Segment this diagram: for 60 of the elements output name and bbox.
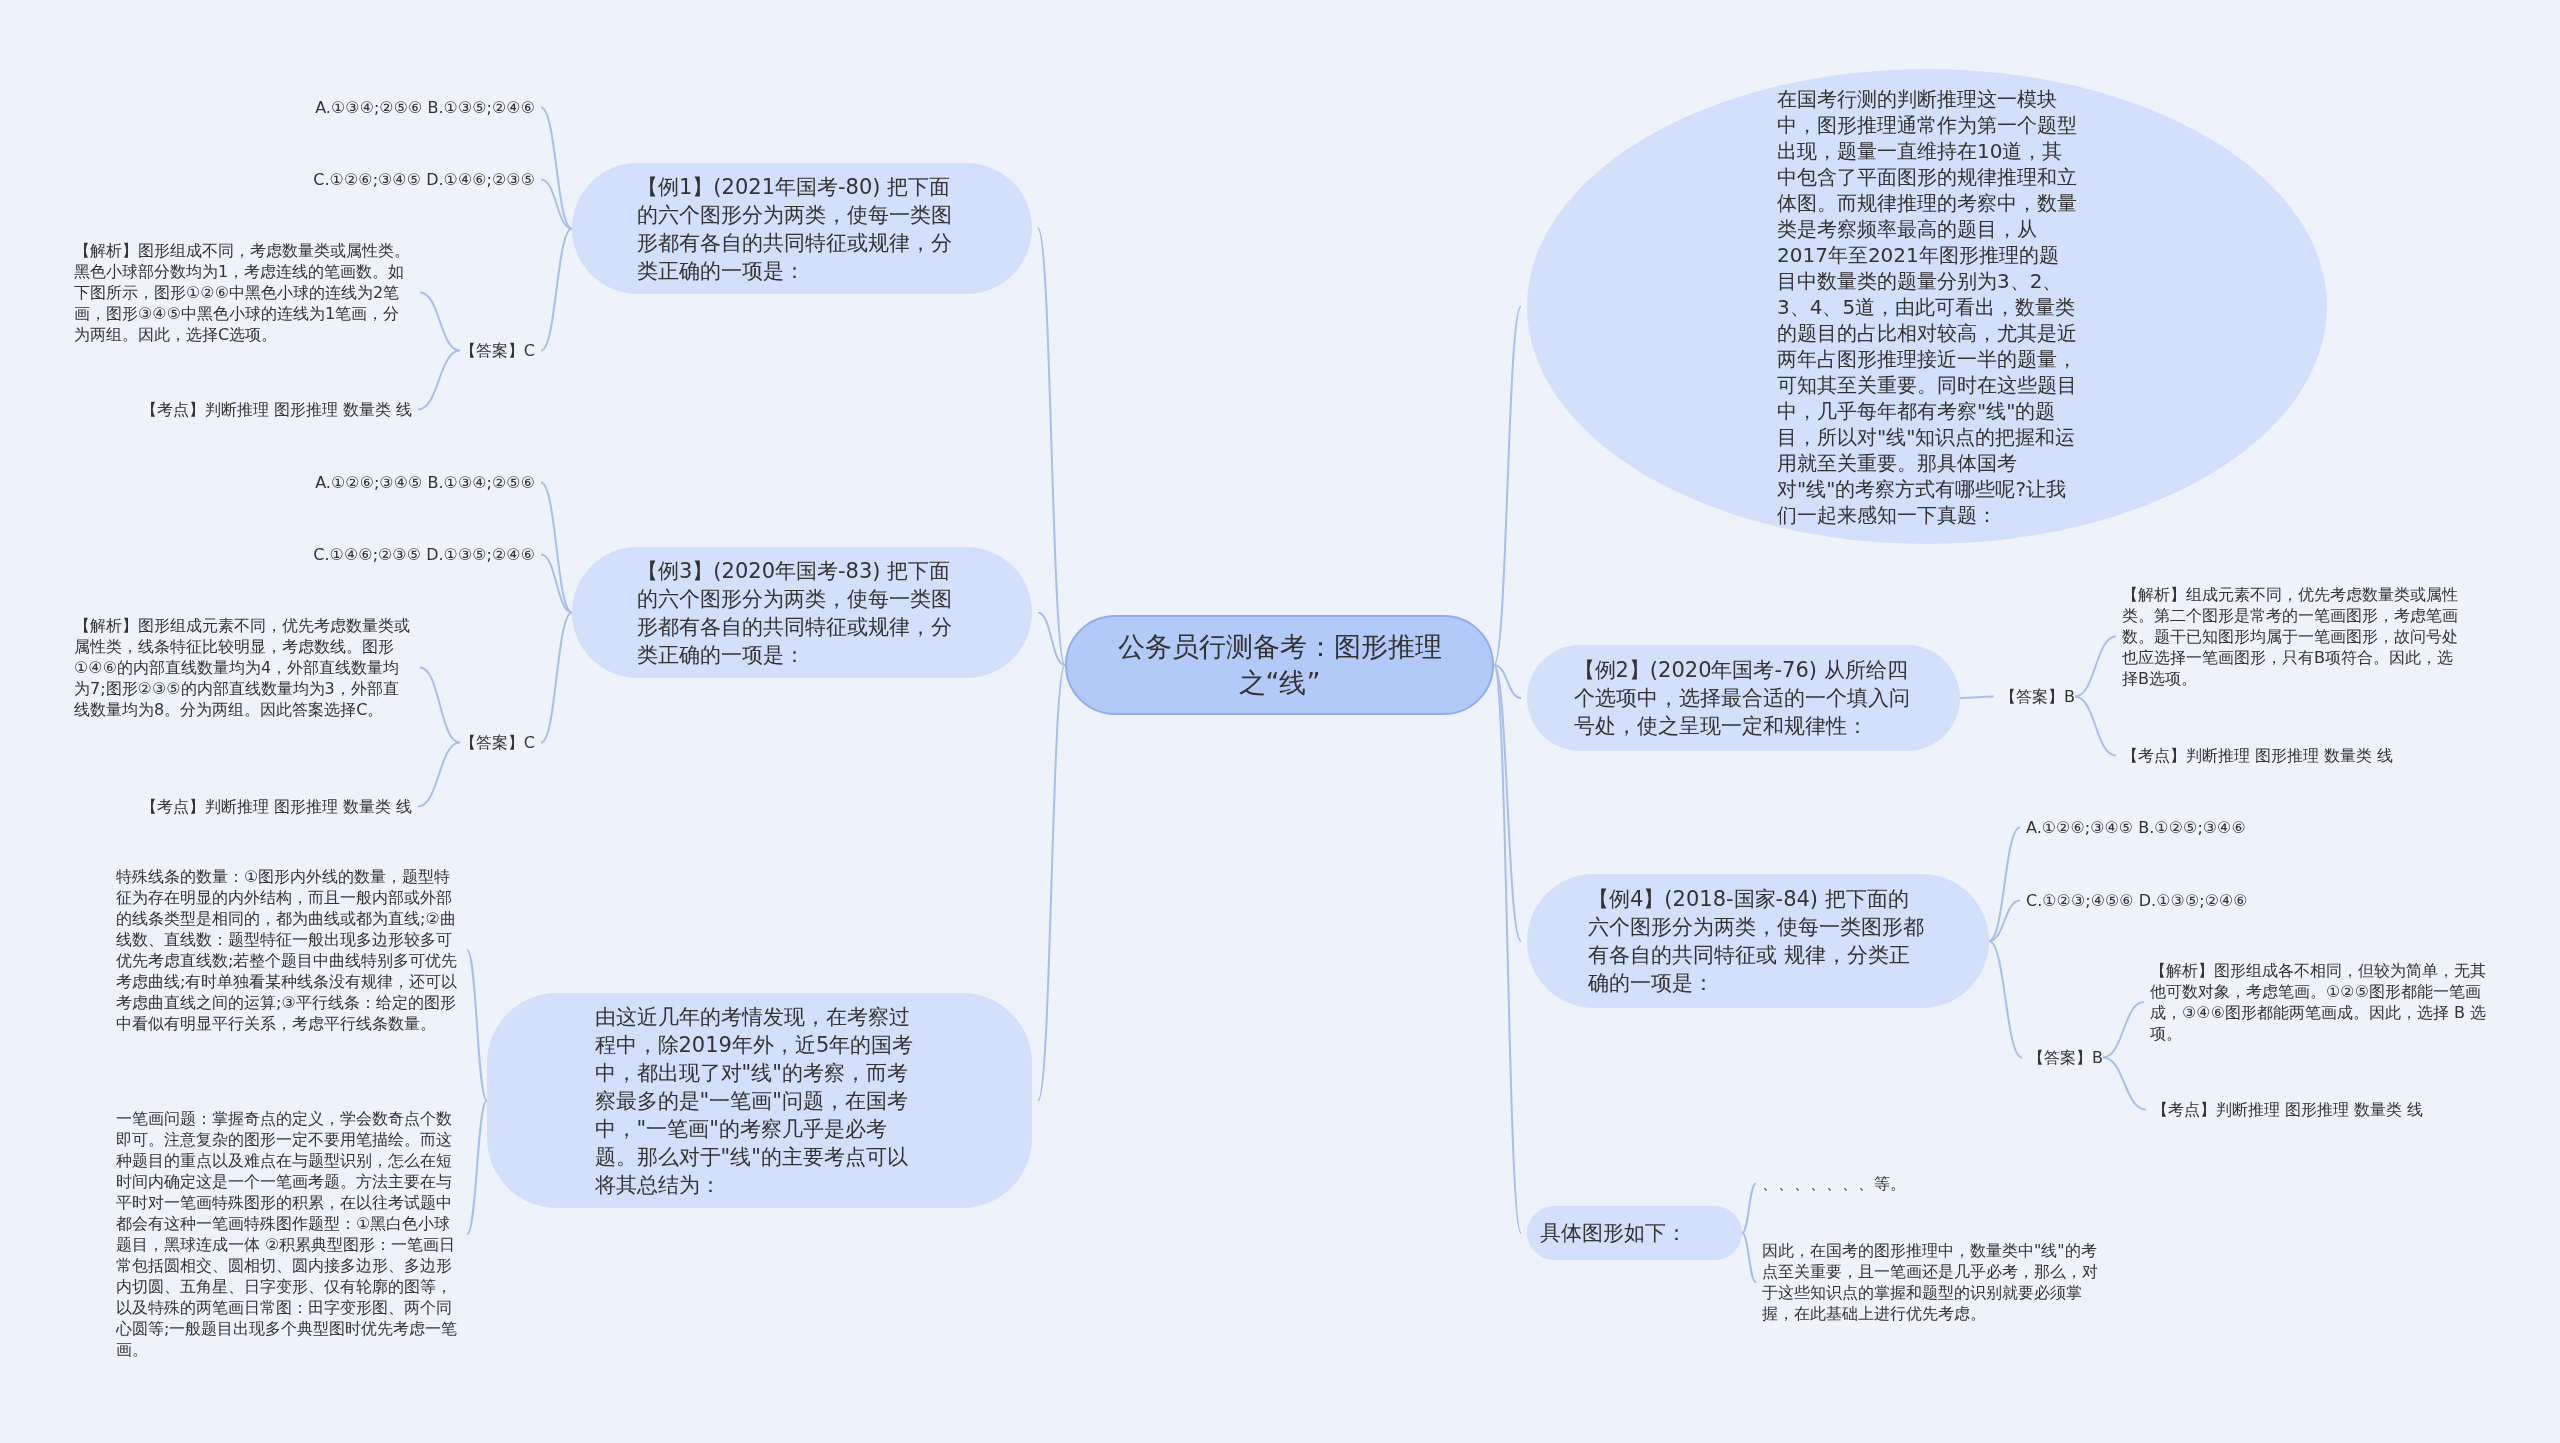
connector-line <box>1493 664 1522 942</box>
note-text: 【考点】判断推理 图形推理 数量类 线 <box>2152 1099 2424 1120</box>
note-text: 特殊线条的数量：①图形内外线的数量，题型特征为存在明显的内外结构，而且一般内部或外部的线条类型是相同的，都为曲线或都为直线;②曲线数、直线数：题型特征一般出现多边形较多可优先考虑直线数;若整个题目中曲线特别多可优先考虑曲线;有时单独看某种线条没有规律，还可以考虑曲直线之间的运算;③平行线条：给定的图形中看似有明显平行关系，考虑平行线条数量。 <box>116 866 461 1034</box>
connector-line <box>1988 826 2021 942</box>
connector-line <box>540 178 573 230</box>
note-text: 【答案】B <box>2000 686 2075 707</box>
note-text: 【解析】图形组成各不相同，但较为简单，无其他可数对象，考虑笔画。①②⑤图形都能一笔画成，③④⑥图形都能两笔画成。因此，选择 B 选项。 <box>2150 960 2490 1044</box>
connector-line <box>2074 695 2117 757</box>
note-text: 【考点】判断推理 图形推理 数量类 线 <box>140 796 412 817</box>
note-text: 【考点】判断推理 图形推理 数量类 线 <box>140 399 412 420</box>
connector-line <box>540 227 573 352</box>
connector-line <box>1493 664 1522 699</box>
note-text: A.①②⑥;③④⑤ B.①③④;②⑤⑥ <box>315 472 535 493</box>
central-topic-text: 公务员行测备考：图形推理之“线” <box>1116 630 1443 700</box>
connector-line <box>1959 695 1995 699</box>
connector-line <box>540 481 573 614</box>
connector-line <box>1493 664 1522 1234</box>
note-text: C.①②⑥;③④⑤ D.①④⑥;②③⑤ <box>313 169 535 190</box>
connector-line <box>1037 611 1066 666</box>
connector-line <box>1741 1182 1757 1234</box>
note-text: A.①③④;②⑤⑥ B.①③⑤;②④⑥ <box>315 97 535 118</box>
connector-line <box>2102 1001 2145 1059</box>
connector-line <box>540 106 573 230</box>
connector-line <box>417 349 461 411</box>
note-text: A.①②⑥;③④⑤ B.①②⑤;③④⑥ <box>2026 817 2246 838</box>
topic-text: 由这近几年的考情发现，在考察过程中，除2019年外，近5年的国考中，都出现了对"线"的考察，而考察最多的是"一笔画"问题，在国考中，"一笔画"的考察几乎是必考题。那么对于"线"的主要考点可以将其总结为： <box>594 1003 915 1199</box>
connector-line <box>540 553 573 614</box>
note-text: 【考点】判断推理 图形推理 数量类 线 <box>2122 745 2394 766</box>
topic-text: 【例1】(2021年国考-80) 把下面的六个图形分为两类，使每一类图形都有各自的共同特征或规律，分类正确的一项是： <box>637 173 953 285</box>
connector-line <box>419 291 461 352</box>
topic-text: 【例4】(2018-国家-84) 把下面的六个图形分为两类，使每一类图形都有各自的共同特征或 规律，分类正确的一项是： <box>1588 886 1925 997</box>
topic-text: 在国考行测的判断推理这一模块中，图形推理通常作为第一个题型出现，题量一直维持在10道，其中包含了平面图形的规律推理和立体图。而规律推理的考察中，数量类是考察频率最高的题目，从2017年至2021年图形推理的题目中数量类的题量分别为3、2、3、4、5道，由此可看出，数量类的题目的占比相对较高，尤其是近两年占图形推理接近一半的题量，可知其至关重要。同时在这些题目中，几乎每年都有考察"线"的题目，所以对"线"知识点的把握和运用就至关重要。那具体国考对"线"的考察方式有哪些呢?让我们一起来感知一下真题： <box>1777 85 2077 528</box>
topic-bubble <box>1527 1206 1742 1260</box>
note-text: C.①②③;④⑤⑥ D.①③⑤;②④⑥ <box>2026 890 2248 911</box>
note-text: 、、、、、、、等。 <box>1762 1173 1906 1194</box>
topic-text: 【例2】(2020年国考-76) 从所给四个选项中，选择最合适的一个填入问号处，使之呈现一定和规律性： <box>1573 657 1911 740</box>
note-text: 【答案】B <box>2028 1047 2103 1068</box>
connector-line <box>2074 635 2117 698</box>
note-text: 一笔画问题：掌握奇点的定义，学会数奇点个数即可。注意复杂的图形一定不要用笔描绘。而这种题目的重点以及难点在与题型识别，怎么在短时间内确定这是一个一笔画考题。方法主要在与平时对一笔画特殊图形的积累，在以往考试题中都会有这种一笔画特殊图作题型：①黑白色小球题目，黑球连成一体 ②积累典型图形：一笔画日常包括圆相交、圆相切、圆内接多边形、多边形内切圆、五角星、日字变形、仅有轮廓的图等，以及特殊的两笔画日常图：田字变形图、两个同心圆等;一般题目出现多个典型图时优先考虑一笔画。 <box>116 1108 461 1360</box>
connector-line <box>419 666 461 744</box>
connector-line <box>417 741 461 808</box>
connector-line <box>1037 227 1066 666</box>
connector-line <box>1988 940 2023 1059</box>
connector-line <box>466 1099 488 1235</box>
note-text: 因此，在国考的图形推理中，数量类中"线"的考点至关重要，且一笔画还是几乎必考，那么，对于这些知识点的掌握和题型的识别就要必须掌握，在此基础上进行优先考虑。 <box>1762 1240 2107 1324</box>
connector-line <box>1037 664 1066 1102</box>
note-text: 【答案】C <box>459 340 535 361</box>
connector-line <box>2102 1056 2147 1111</box>
topic-bubble <box>487 993 1032 1208</box>
topic-text: 【例3】(2020年国考-83) 把下面的六个图形分为两类，使每一类图形都有各自的共同特征或规律，分类正确的一项是： <box>637 557 953 669</box>
connector-line <box>1741 1232 1757 1283</box>
connector-line <box>540 611 573 744</box>
connector-line <box>466 949 488 1102</box>
note-text: 【答案】C <box>459 732 535 753</box>
note-text: 【解析】图形组成不同，考虑数量类或属性类。黑色小球部分数均为1，考虑连线的笔画数。如下图所示，图形①②⑥中黑色小球的连线为2笔画，图形③④⑤中黑色小球的连线为1笔画，分为两组。因此，选择C选项。 <box>74 240 414 345</box>
note-text: 【解析】组成元素不同，优先考虑数量类或属性类。第二个图形是常考的一笔画图形，考虑笔画数。题干已知图形均属于一笔画图形，故问号处也应选择一笔画图形，只有B项符合。因此，选择B选项。 <box>2122 584 2467 689</box>
note-text: C.①④⑥;②③⑤ D.①③⑤;②④⑥ <box>313 544 535 565</box>
connector-line <box>1493 305 1522 666</box>
note-text: 【解析】图形组成元素不同，优先考虑数量类或属性类，线条特征比较明显，考虑数线。图形①④⑥的内部直线数量均为4，外部直线数量均为7;图形②③⑤的内部直线数量均为3，外部直线数量均为8。分为两组。因此答案选择C。 <box>74 615 414 720</box>
topic-text: 具体图形如下： <box>1539 1220 1688 1247</box>
